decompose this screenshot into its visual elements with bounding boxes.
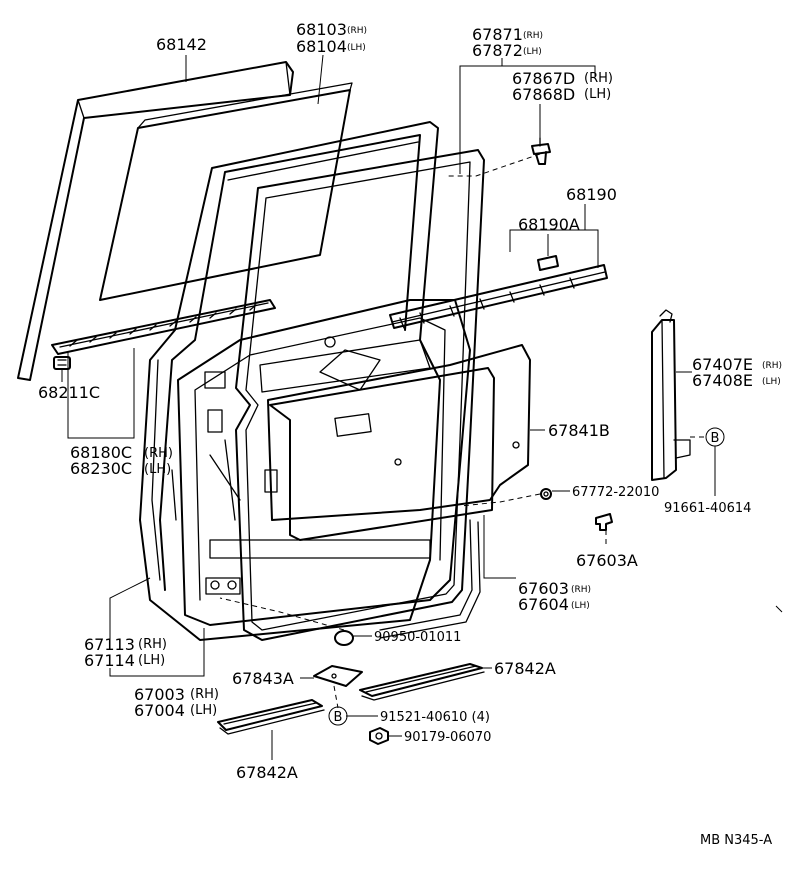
label-67113: 67113 — [84, 635, 135, 654]
clip-67603A — [595, 513, 613, 531]
suffix-rh: (RH) — [571, 585, 591, 595]
lower-weatherstrip-67603 — [379, 519, 481, 639]
label-67868D: 67868D — [512, 85, 575, 104]
label-90950: 90950-01011 — [374, 630, 461, 645]
outer-weatherstrip-68180C — [51, 299, 276, 355]
callout-letter: B — [334, 710, 343, 725]
label-67114: 67114 — [84, 651, 135, 670]
label-67872: 67872 — [472, 41, 523, 60]
suffix-lh: (LH) — [144, 462, 171, 477]
label-67603: 67603 — [518, 579, 569, 598]
label-67871: 67871 — [472, 25, 523, 44]
suffix-rh: (RH) — [762, 361, 782, 371]
label-67841B: 67841B — [548, 421, 610, 440]
suffix-lh: (LH) — [571, 601, 590, 611]
suffix-rh: (RH) — [523, 31, 543, 41]
callout-b-91661: B — [705, 427, 725, 447]
label-91661: 91661-40614 — [664, 501, 751, 516]
nut-90179 — [369, 727, 389, 745]
suffix-rh: (RH) — [190, 687, 219, 702]
hole-plug-90950 — [334, 630, 354, 646]
suffix-lh: (LH) — [523, 47, 542, 57]
label-68142: 68142 — [156, 35, 207, 54]
callout-letter: B — [711, 431, 720, 446]
clip-67772 — [540, 488, 552, 500]
label-68190: 68190 — [566, 185, 617, 204]
suffix-rh: (RH) — [138, 637, 167, 652]
plate-67843A — [313, 665, 363, 687]
label-67772: 67772-22010 — [572, 485, 659, 500]
suffix-lh: (LH) — [762, 377, 781, 387]
label-68104: 68104 — [296, 37, 347, 56]
door-glass-68103 — [99, 82, 353, 301]
scuff-plate-67842A-bottom — [217, 699, 325, 735]
diagram-id: MB N345-A — [700, 833, 772, 848]
label-67604: 67604 — [518, 595, 569, 614]
label-67842A-right: 67842A — [494, 659, 556, 678]
label-67004: 67004 — [134, 701, 185, 720]
label-68103: 68103 — [296, 20, 347, 39]
door-trim-board-67841B — [267, 344, 531, 541]
label-68230C: 68230C — [70, 459, 132, 478]
door-weatherstrip-67871 — [235, 149, 485, 641]
suffix-rh: (RH) — [144, 446, 173, 461]
edge-mark — [775, 605, 783, 613]
suffix-lh: (LH) — [138, 653, 165, 668]
label-67842A-bottom: 67842A — [236, 763, 298, 782]
suffix-lh: (LH) — [584, 87, 611, 102]
door-panel-67003 — [139, 121, 441, 641]
label-90179: 90179-06070 — [404, 730, 491, 745]
scuff-plate-67842A-right — [359, 663, 485, 701]
label-67407E: 67407E — [692, 355, 753, 374]
label-67867D: 67867D — [512, 69, 575, 88]
suffix-lh: (LH) — [190, 703, 217, 718]
label-67603A: 67603A — [576, 551, 638, 570]
suffix-rh: (RH) — [347, 26, 367, 36]
glass-run-channel-68142 — [17, 61, 294, 381]
label-67843A: 67843A — [232, 669, 294, 688]
clip-67867D — [531, 137, 551, 165]
label-68211C: 68211C — [38, 383, 100, 402]
clip-68190A — [537, 255, 559, 271]
label-67003: 67003 — [134, 685, 185, 704]
callout-b-91521: B — [328, 706, 348, 726]
door-inner-panel-67113 — [151, 299, 471, 626]
label-68180C: 68180C — [70, 443, 132, 462]
leader-lines — [61, 54, 716, 760]
label-91521: 91521-40610 (4) — [380, 710, 490, 725]
door-channel-67407E — [651, 309, 691, 481]
label-67408E: 67408E — [692, 371, 753, 390]
suffix-lh: (LH) — [347, 43, 366, 53]
inner-weatherstrip-68190 — [389, 264, 608, 329]
suffix-rh: (RH) — [584, 71, 613, 86]
clip-68211C — [53, 356, 71, 370]
label-68190A: 68190A — [518, 215, 580, 234]
